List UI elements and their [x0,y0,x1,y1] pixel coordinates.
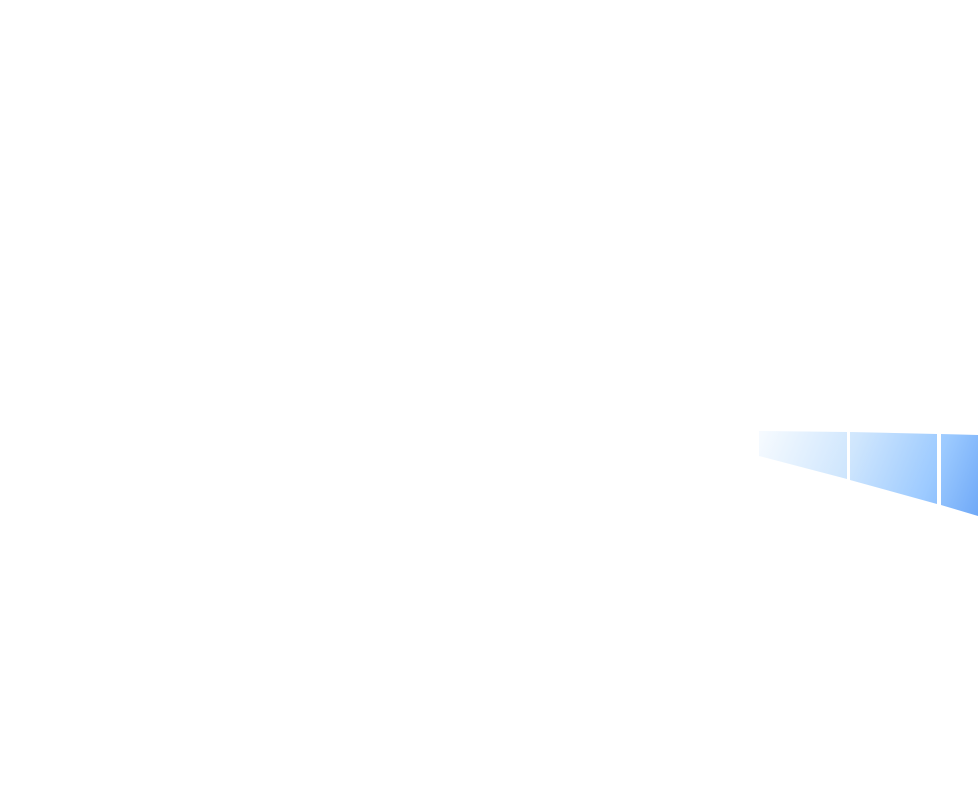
window-panel-2 [850,432,937,504]
window-panel-1 [759,431,847,479]
window-panel-3 [941,434,978,516]
